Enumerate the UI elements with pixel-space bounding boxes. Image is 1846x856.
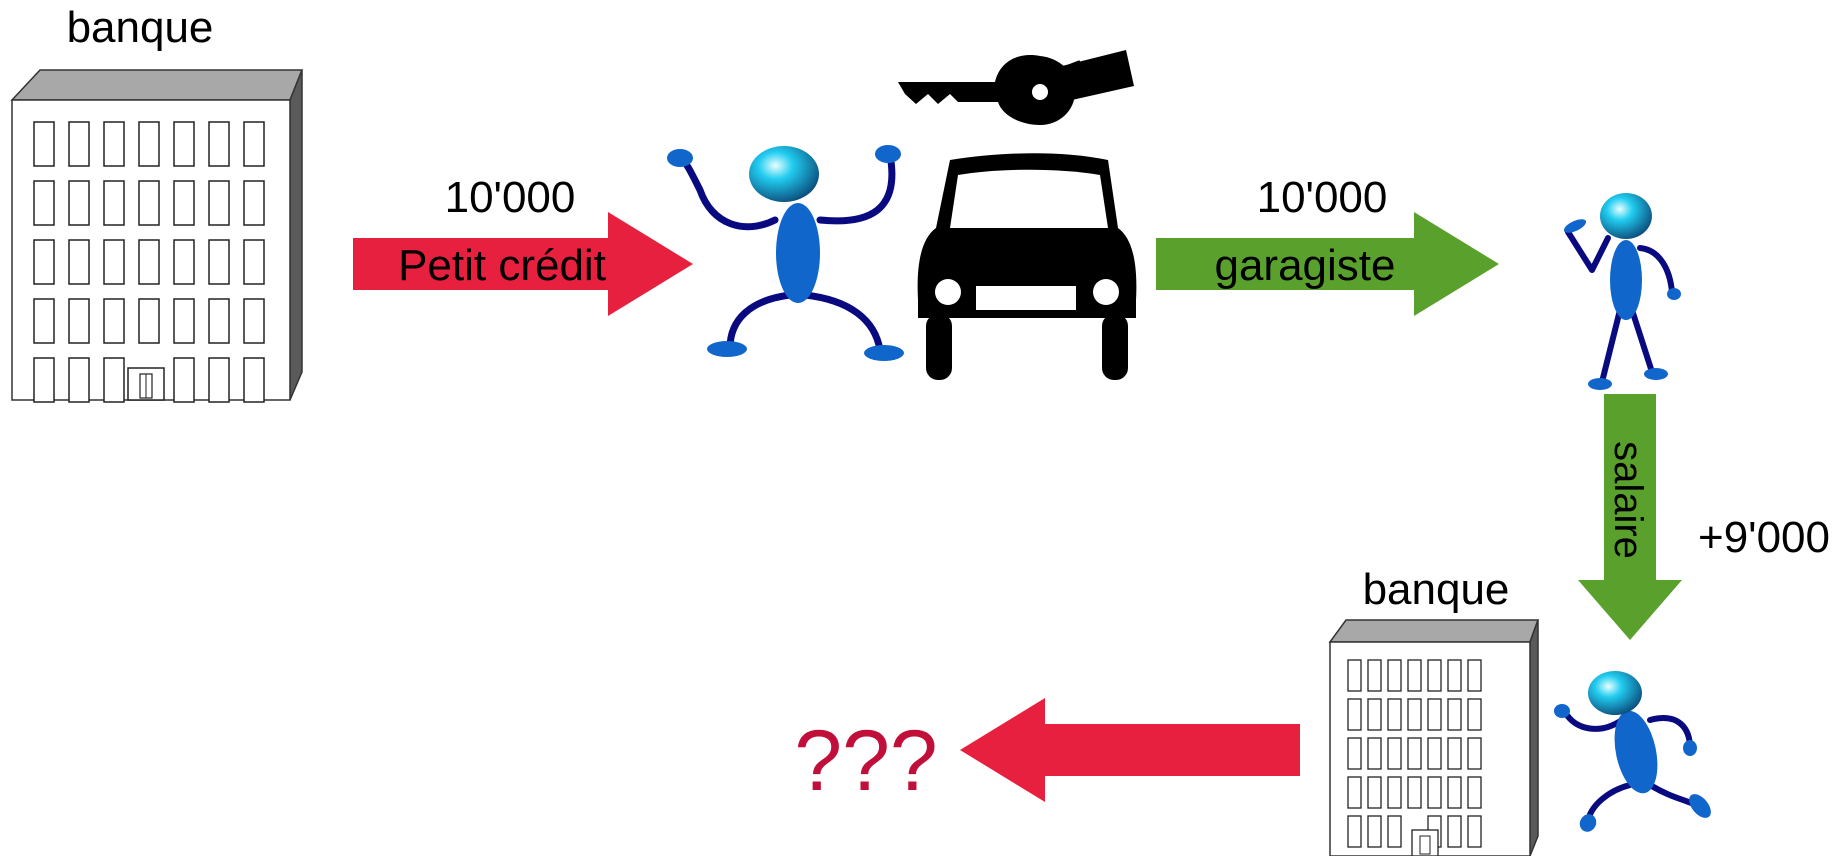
bank-window xyxy=(1447,776,1462,809)
bank-window xyxy=(33,121,55,167)
bank-window xyxy=(68,180,90,226)
question-arrow xyxy=(960,698,1300,802)
bank-window xyxy=(1407,659,1422,692)
bank-window xyxy=(1407,776,1422,809)
bank-window xyxy=(1447,698,1462,731)
bank-window xyxy=(208,180,230,226)
bank-window xyxy=(1367,776,1382,809)
bank-window xyxy=(1347,737,1362,770)
bank-window xyxy=(103,180,125,226)
bank-window xyxy=(1387,659,1402,692)
bank-window xyxy=(68,357,90,403)
bank-building-bottom xyxy=(1328,619,1540,856)
question-marks: ??? xyxy=(794,713,938,809)
salary-arrow xyxy=(1578,394,1682,640)
car-key-icon xyxy=(898,50,1134,125)
bank-window xyxy=(173,298,195,344)
bank-window xyxy=(1427,776,1442,809)
bank-window xyxy=(138,121,160,167)
credit-arrow xyxy=(353,212,693,316)
bank-window xyxy=(208,239,230,285)
car-icon xyxy=(917,153,1137,380)
bank-window xyxy=(33,180,55,226)
bank-window xyxy=(103,121,125,167)
garagiste-amount: 10'000 xyxy=(1257,173,1388,222)
bank-window xyxy=(208,121,230,167)
bank-label-bottom: banque xyxy=(1363,565,1510,614)
bank-window xyxy=(1367,815,1382,848)
bank-window xyxy=(243,298,265,344)
bank-window xyxy=(103,239,125,285)
bank-window xyxy=(1367,737,1382,770)
bank-window xyxy=(173,357,195,403)
credit-arrow-label: Petit crédit xyxy=(398,241,606,290)
bank-window xyxy=(243,239,265,285)
bank-window xyxy=(1387,776,1402,809)
bank-window xyxy=(33,239,55,285)
bank-window xyxy=(243,180,265,226)
bank-window xyxy=(68,298,90,344)
bank-window xyxy=(1447,659,1462,692)
running-person-figure xyxy=(1554,671,1711,832)
bank-window xyxy=(1447,815,1462,848)
bank-window xyxy=(1467,737,1482,770)
bank-window xyxy=(1387,698,1402,731)
salary-arrow-label: salaire xyxy=(1606,441,1650,559)
bank-window xyxy=(243,121,265,167)
bank-window xyxy=(173,180,195,226)
bank-window xyxy=(1407,698,1422,731)
bank-window xyxy=(103,357,125,403)
bank-window xyxy=(1427,698,1442,731)
bank-window xyxy=(1367,698,1382,731)
salary-amount: +9'000 xyxy=(1698,513,1830,562)
bank-window xyxy=(1347,776,1362,809)
bank-window xyxy=(208,357,230,403)
bank-window xyxy=(173,121,195,167)
bank-window xyxy=(1427,737,1442,770)
bank-window xyxy=(1427,659,1442,692)
thinking-person-figure xyxy=(1563,193,1681,390)
bank-window xyxy=(138,180,160,226)
bank-window xyxy=(138,239,160,285)
garagiste-arrow-label: garagiste xyxy=(1214,241,1395,290)
bank-window xyxy=(1467,776,1482,809)
bank-building-top xyxy=(10,69,304,403)
bank-window xyxy=(173,239,195,285)
bank-window xyxy=(138,298,160,344)
bank-window xyxy=(1347,659,1362,692)
bank-window xyxy=(1467,659,1482,692)
bank-window xyxy=(1347,815,1362,848)
happy-person-figure xyxy=(667,145,904,361)
bank-window xyxy=(1387,815,1402,848)
bank-window xyxy=(1467,698,1482,731)
garagiste-arrow xyxy=(1156,212,1499,316)
bank-label-top: banque xyxy=(67,3,214,52)
bank-window xyxy=(243,357,265,403)
bank-window xyxy=(1367,659,1382,692)
bank-window xyxy=(1467,815,1482,848)
bank-window xyxy=(1347,698,1362,731)
bank-window xyxy=(1387,737,1402,770)
bank-window xyxy=(208,298,230,344)
bank-window xyxy=(68,121,90,167)
credit-amount: 10'000 xyxy=(445,173,576,222)
bank-window xyxy=(1447,737,1462,770)
bank-window xyxy=(33,298,55,344)
bank-window xyxy=(68,239,90,285)
bank-window xyxy=(33,357,55,403)
bank-window xyxy=(103,298,125,344)
bank-window xyxy=(1407,737,1422,770)
